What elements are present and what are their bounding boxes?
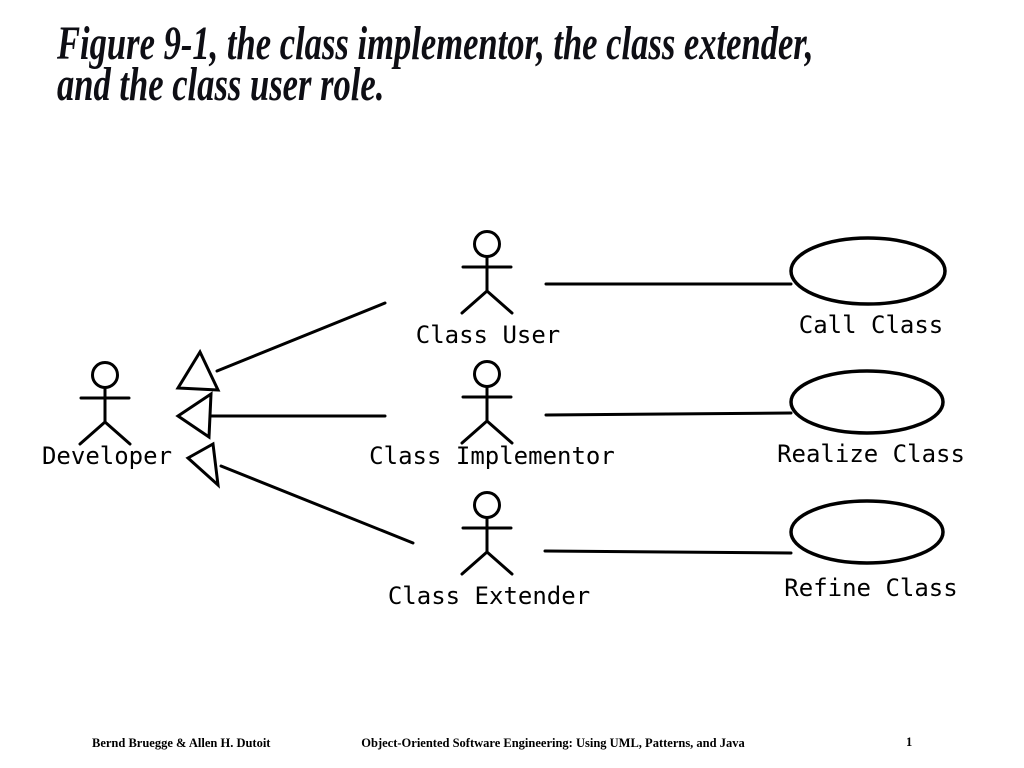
generalization-line-class-user xyxy=(215,301,387,373)
hollow-triangle-arrow-icon-bottom xyxy=(185,441,220,489)
developer-label: Developer xyxy=(41,442,173,470)
hollow-triangle-arrow-icon-middle xyxy=(175,391,213,440)
hollow-triangle-arrow-icon-top xyxy=(175,348,221,392)
page-title-line2: and the class user role. xyxy=(57,58,385,111)
class-implementor-label: Class Implementor xyxy=(369,442,615,470)
footer-author: Bernd Bruegge & Allen H. Dutoit xyxy=(92,736,271,750)
refine-class-usecase-ellipse xyxy=(789,499,945,565)
generalization-line-class-extender xyxy=(219,464,415,545)
developer-actor-icon xyxy=(78,361,132,446)
realize-class-label: Realize Class xyxy=(777,440,965,468)
page-title: Figure 9-1, the class implementor, the c… xyxy=(57,17,814,111)
realize-class-usecase-ellipse xyxy=(789,369,945,435)
association-class-extender-refine-class xyxy=(543,549,793,555)
call-class-usecase-ellipse xyxy=(789,236,947,306)
class-extender-actor-icon xyxy=(460,491,514,576)
footer-book-title: Object-Oriented Software Engineering: Us… xyxy=(361,736,745,750)
class-extender-label: Class Extender xyxy=(387,582,591,610)
page-title-line1: Figure 9-1, the class implementor, the c… xyxy=(57,17,814,70)
refine-class-label: Refine Class xyxy=(784,574,958,602)
footer-page-number: 1 xyxy=(906,735,913,749)
association-class-implementor-realize-class xyxy=(544,411,793,417)
class-implementor-actor-icon xyxy=(460,360,514,445)
class-user-actor-icon xyxy=(460,230,514,315)
class-user-label: Class User xyxy=(415,321,561,349)
call-class-label: Call Class xyxy=(798,311,944,339)
